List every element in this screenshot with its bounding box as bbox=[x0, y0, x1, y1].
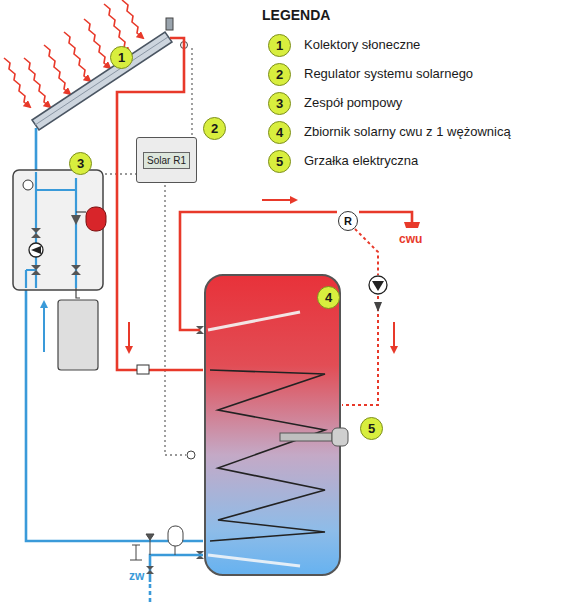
callout-number: 4 bbox=[317, 286, 340, 309]
pump-group bbox=[13, 170, 106, 370]
callout-number: 3 bbox=[276, 97, 283, 110]
display-text: Solar R1 bbox=[143, 152, 190, 169]
pipe-label: zw bbox=[129, 569, 144, 583]
callout-number: 5 bbox=[360, 417, 383, 440]
legend-text: Regulator systemu solarnego bbox=[304, 66, 473, 81]
solar-tank bbox=[187, 275, 348, 575]
flow-arrow bbox=[43, 302, 45, 352]
node-text: 5 bbox=[368, 422, 375, 435]
legend-swatch: 1 bbox=[268, 34, 291, 57]
tap-symbol bbox=[404, 222, 420, 228]
legend-swatch: 5 bbox=[268, 150, 291, 173]
callout-number: 1 bbox=[276, 39, 283, 52]
node-text: R bbox=[344, 216, 352, 227]
legend-text: Grzałka elektryczna bbox=[304, 153, 418, 168]
cold-water-pipe bbox=[149, 584, 152, 604]
legend-text: Kolektory słoneczne bbox=[304, 37, 420, 52]
circulation-pump bbox=[369, 276, 387, 312]
legend-swatch: 2 bbox=[268, 63, 291, 86]
node-text: 4 bbox=[325, 291, 332, 304]
legend-text: Zespół pompowy bbox=[304, 95, 402, 110]
node-text: 3 bbox=[77, 157, 84, 170]
hot-water-pipe bbox=[180, 212, 412, 330]
legend-swatch: 3 bbox=[268, 92, 291, 115]
node-text: 1 bbox=[118, 51, 125, 64]
solar-return-pipe bbox=[26, 128, 203, 541]
flow-meter bbox=[137, 365, 149, 374]
circulation-pipe bbox=[342, 229, 378, 405]
legend-title: LEGENDA bbox=[262, 7, 330, 23]
callout-number: 3 bbox=[69, 152, 92, 175]
flow-arrow bbox=[128, 322, 130, 352]
callout-number: 5 bbox=[276, 155, 283, 168]
cold-water-pipe bbox=[150, 555, 203, 582]
callout-number: 2 bbox=[276, 68, 283, 81]
callout-number: 4 bbox=[276, 126, 283, 139]
solar-controller: Solar R1 bbox=[136, 137, 197, 183]
flow-arrow bbox=[393, 322, 395, 352]
cold-water-fittings bbox=[130, 526, 183, 574]
legend-text: Zbiornik solarny cwu z 1 wężownicą bbox=[304, 124, 511, 139]
node-text: 2 bbox=[211, 122, 218, 135]
pipe-label: cwu bbox=[399, 232, 422, 246]
callout-number: 2 bbox=[203, 117, 226, 140]
callout-number: 1 bbox=[110, 46, 133, 69]
valve-symbol: R bbox=[338, 211, 358, 231]
legend-swatch: 4 bbox=[268, 121, 291, 144]
solar-collector bbox=[32, 18, 188, 130]
solar-supply-pipe bbox=[117, 38, 203, 370]
flow-arrow bbox=[262, 199, 296, 201]
